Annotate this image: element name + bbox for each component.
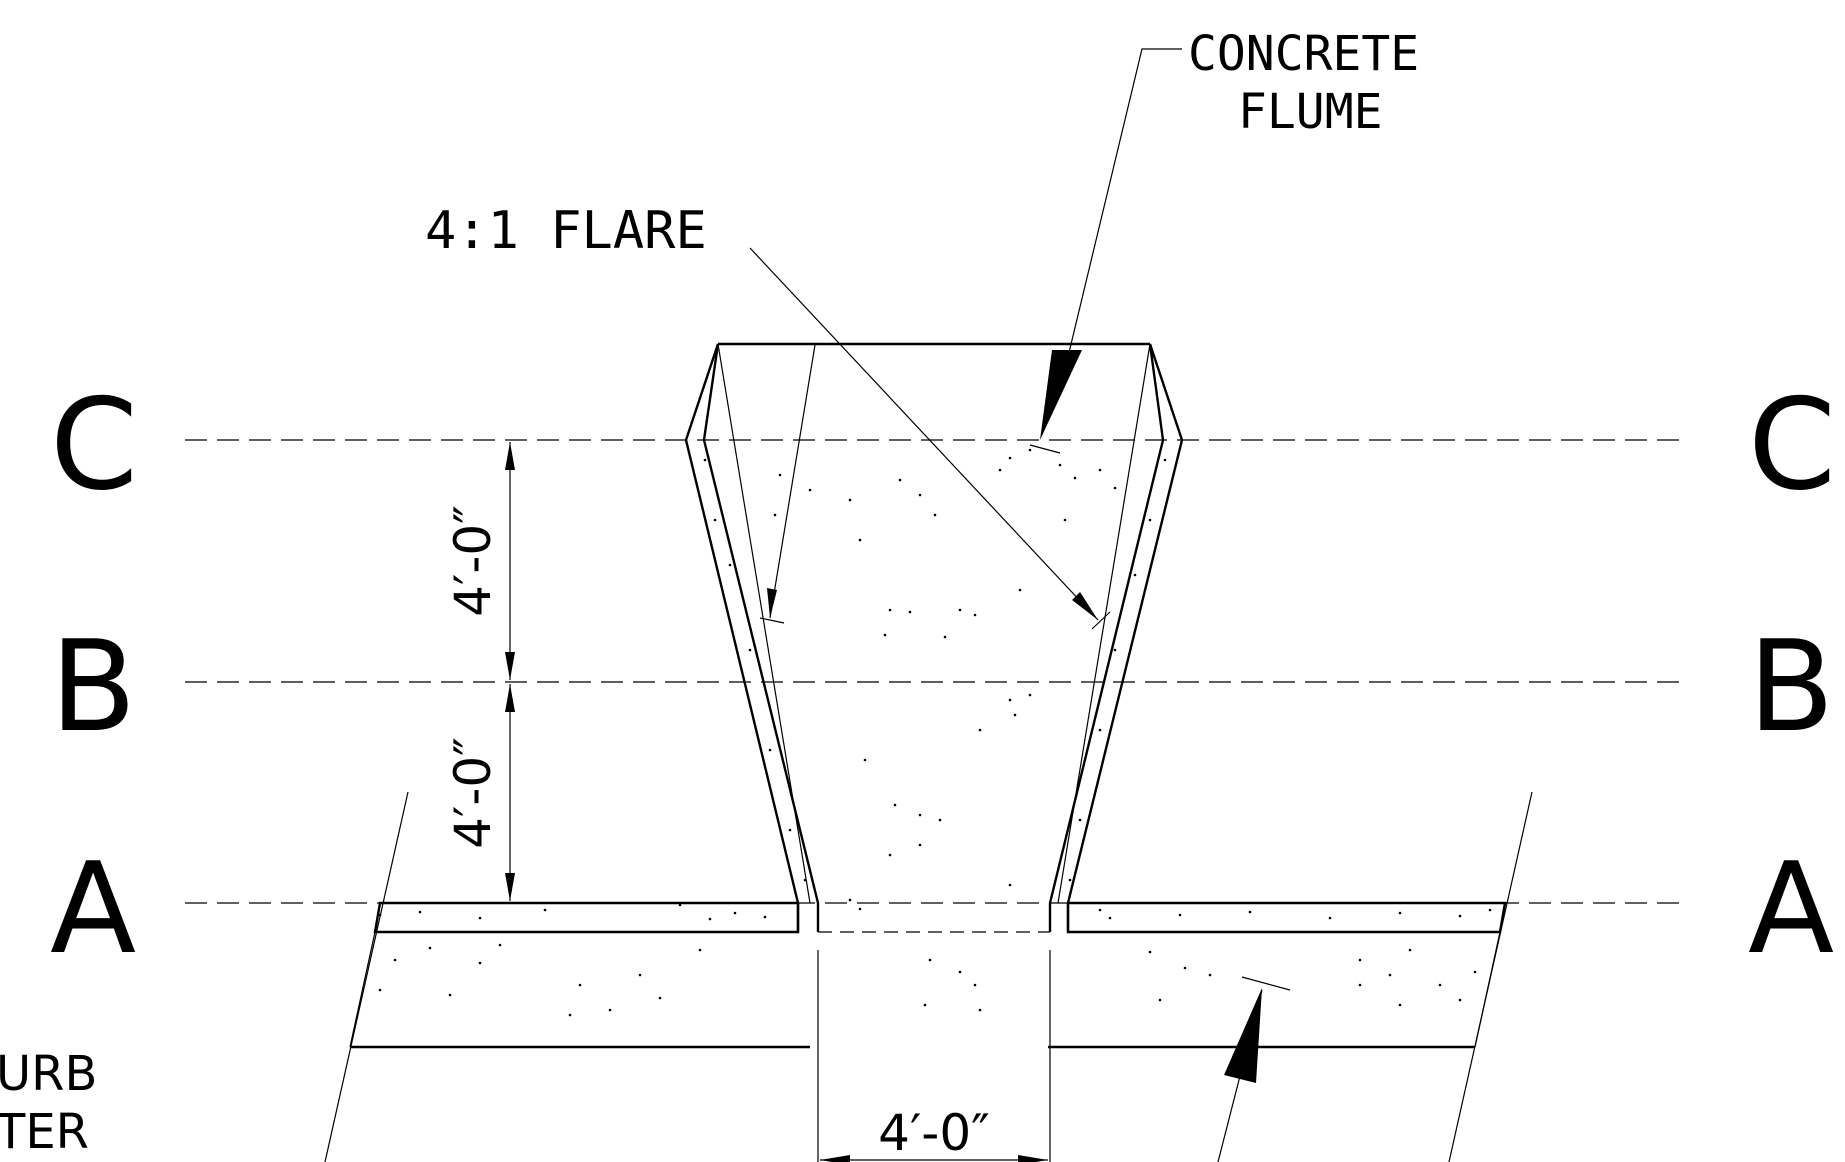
curb-label-line1: URB [0,1046,97,1102]
flume-left-flare-line [717,343,811,904]
section-label-c-right: C [1748,371,1836,518]
flare-arrowhead-left [767,588,777,618]
curb-top-right [1066,901,1507,934]
curb-label-line2: TER [0,1104,89,1160]
flume-leader-line [1059,48,1182,391]
curb-gutter-leader [1217,976,1291,1162]
flume-right-outer-wall [1066,343,1184,904]
flare-leader-left [769,344,816,619]
arrowhead-b-upper [505,652,515,680]
curb-break-left [324,791,409,1162]
vertical-dimensions [505,442,515,901]
arrowhead-a-bottom [505,873,515,901]
curb-gutter-left [324,791,810,1162]
flare-leader-main [749,247,1099,621]
curb-top-left [373,901,800,934]
dimension-b-to-a: 4′-0″ [444,737,502,849]
curb-gutter-arrowhead [1224,988,1262,1083]
curb-gutter-right [1048,791,1533,1162]
section-label-b-left: B [50,613,136,760]
concrete-stipple [378,448,1492,1017]
flume-label-line2: FLUME [1238,84,1383,140]
gutter-break-left [349,931,376,1048]
flare-leaders [749,247,1111,630]
curb-gutter-tick [1241,976,1291,991]
flume-right-inner-wall [1048,343,1165,904]
section-label-b-right: B [1748,613,1834,760]
flare-tick-left [759,617,785,624]
section-label-a-left: A [50,835,136,982]
dimension-flume-width: 4′-0″ [878,1104,990,1162]
dimension-c-to-b: 4′-0″ [444,505,502,617]
flume-right-flare-line [1057,343,1151,904]
section-label-c-left: C [50,371,138,518]
flare-arrowhead-right [1072,592,1098,620]
section-label-a-right: A [1748,835,1834,982]
concrete-flume [684,342,1184,933]
flume-label-line1: CONCRETE [1188,26,1419,82]
flume-left-outer-wall [684,343,800,904]
gutter-break-right [1474,931,1501,1048]
horizontal-dimension [817,950,1051,1162]
flume-arrowhead [1040,350,1082,440]
arrowhead-width-right [1018,1155,1048,1162]
arrowhead-width-left [820,1155,850,1162]
flume-tick [1029,444,1061,454]
flume-left-inner-wall [702,343,820,904]
flare-label: 4:1 FLARE [425,201,707,261]
arrowhead-b-lower [505,684,515,712]
arrowhead-c-top [505,442,515,470]
flare-tick-right [1091,611,1111,630]
section-lines [185,439,1685,904]
flume-leader [1029,48,1182,454]
